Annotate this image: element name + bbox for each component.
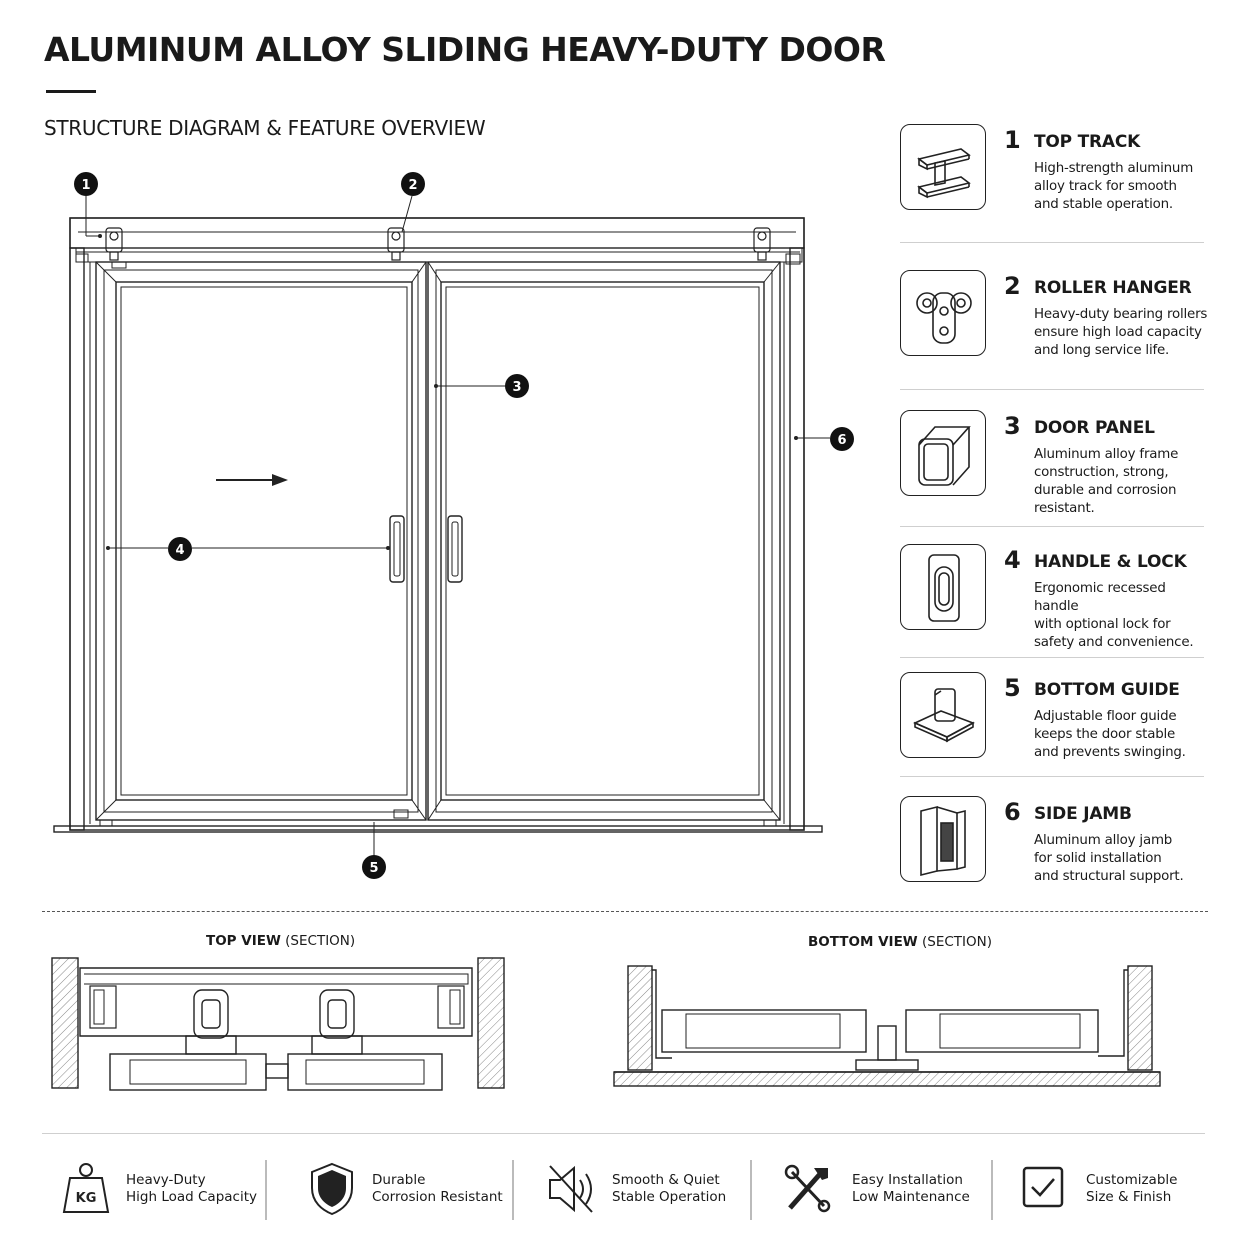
benefits-divider <box>42 1133 1205 1134</box>
feature-divider <box>900 389 1204 390</box>
svg-text:2: 2 <box>408 178 417 193</box>
slide-direction-arrow <box>216 474 288 486</box>
feature-divider <box>900 657 1204 658</box>
svg-text:1: 1 <box>81 178 90 193</box>
floor-guide-icon <box>900 672 986 758</box>
profile-tube-icon <box>900 410 986 496</box>
svg-text:3: 3 <box>512 380 521 395</box>
title-underline <box>46 90 96 93</box>
bottom-view-section <box>613 965 1161 1087</box>
callout-3: 3 <box>505 374 529 398</box>
benefit-divider <box>265 1160 267 1220</box>
right-jamb <box>789 247 805 831</box>
callout-5: 5 <box>362 855 386 879</box>
side-jamb-icon <box>900 796 986 882</box>
roller-hanger-left <box>105 227 123 261</box>
feature-divider <box>900 526 1204 527</box>
left-door-panel <box>95 261 427 821</box>
roller-hanger-icon <box>900 270 986 356</box>
callout-2: 2 <box>401 172 425 196</box>
page-subtitle: STRUCTURE DIAGRAM & FEATURE OVERVIEW <box>44 116 486 140</box>
svg-text:6: 6 <box>837 433 846 448</box>
feature-title: BOTTOM GUIDE <box>1034 680 1180 700</box>
bottom-guide-mark <box>393 809 409 819</box>
right-door-panel <box>427 261 781 821</box>
top-view-label: TOP VIEW (SECTION) <box>206 933 356 949</box>
roller-hanger-middle <box>387 227 405 261</box>
benefit-divider <box>991 1160 993 1220</box>
callout-1: 1 <box>74 172 98 196</box>
checkbox-icon <box>1022 1166 1064 1208</box>
feature-title: DOOR PANEL <box>1034 418 1155 438</box>
top-track-bar <box>69 217 805 249</box>
callout-4: 4 <box>168 537 192 561</box>
right-handle <box>447 515 463 583</box>
shield-icon <box>311 1162 353 1216</box>
callout-6: 6 <box>830 427 854 451</box>
feature-title: HANDLE & LOCK <box>1034 552 1187 572</box>
door-elevation-diagram: 1 2 3 6 4 5 <box>53 172 854 879</box>
roller-hanger-right <box>753 227 771 261</box>
svg-text:4: 4 <box>175 543 184 558</box>
outer-frame <box>69 217 805 831</box>
page-title: ALUMINUM ALLOY SLIDING HEAVY-DUTY DOOR <box>44 30 886 69</box>
left-jamb <box>69 247 85 831</box>
i-beam-track-icon <box>900 124 986 210</box>
weight-kg-icon: KG <box>62 1163 110 1213</box>
feature-divider <box>900 242 1204 243</box>
left-handle <box>389 515 405 583</box>
svg-text:KG: KG <box>76 1191 97 1206</box>
bottom-view-label: BOTTOM VIEW (SECTION) <box>808 934 992 950</box>
benefit-divider <box>750 1160 752 1220</box>
floor-line <box>53 825 823 833</box>
feature-title: ROLLER HANGER <box>1034 278 1192 298</box>
recessed-handle-icon <box>900 544 986 630</box>
tools-icon <box>784 1164 831 1213</box>
section-divider <box>42 911 1208 912</box>
speaker-mute-icon <box>549 1165 593 1213</box>
benefit-divider <box>512 1160 514 1220</box>
feature-divider <box>900 776 1204 777</box>
feature-title: SIDE JAMB <box>1034 804 1132 824</box>
svg-text:5: 5 <box>369 861 378 876</box>
feature-title: TOP TRACK <box>1034 132 1141 152</box>
